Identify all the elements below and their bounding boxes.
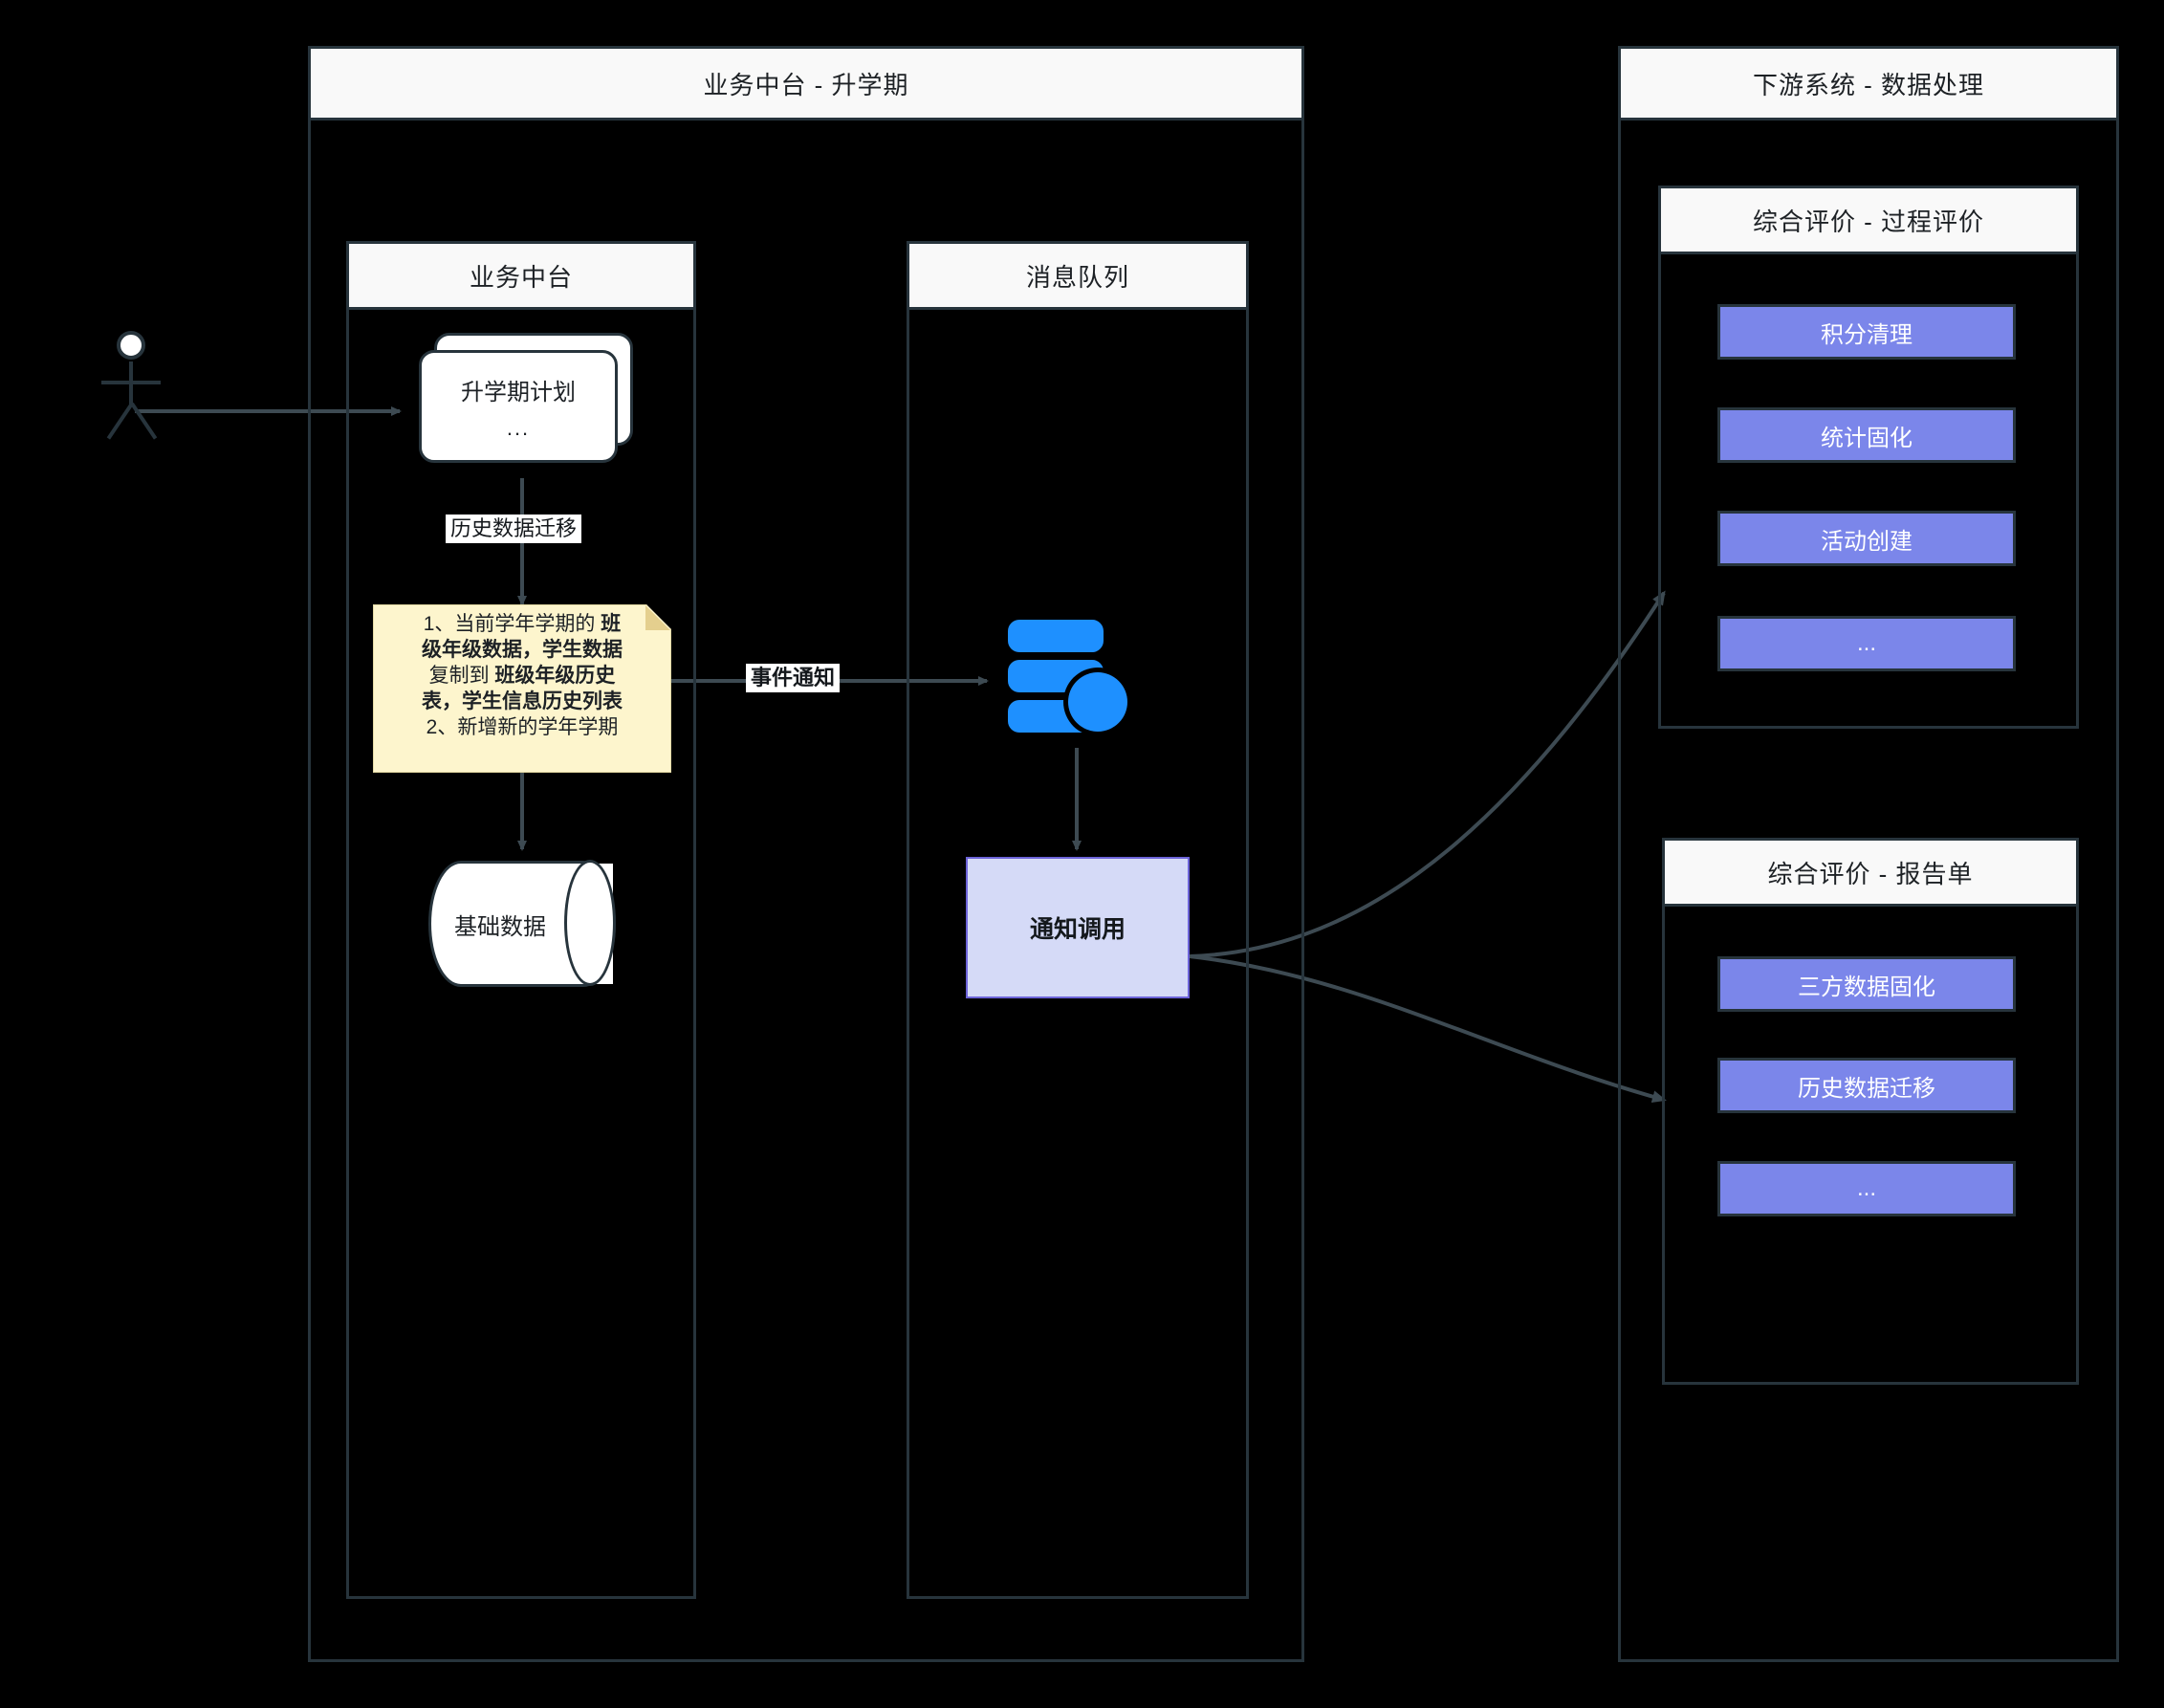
- node-notify-call[interactable]: 通知调用: [966, 857, 1190, 998]
- lane-title-process-eval: 综合评价 - 过程评价: [1658, 186, 2079, 254]
- actor-leg-left-icon: [106, 402, 134, 440]
- notify-call-label: 通知调用: [1029, 916, 1126, 943]
- pbox-label: 三方数据固化: [1798, 974, 1935, 1000]
- note-line-4: 表，学生信息历史列表: [382, 690, 663, 715]
- lane-downstream-outer: 下游系统 - 数据处理: [1618, 46, 2119, 1662]
- node-base-data-store[interactable]: 基础数据: [428, 860, 616, 987]
- pbox-process-eval-2[interactable]: 活动创建: [1717, 511, 2016, 566]
- actor-user: [101, 331, 161, 449]
- pbox-label: 活动创建: [1821, 528, 1913, 555]
- note-line-4-a: 表，: [422, 690, 462, 712]
- actor-arms-icon: [101, 381, 161, 384]
- pbox-process-eval-3[interactable]: ...: [1717, 616, 2016, 671]
- lane-title-text: 综合评价 - 报告单: [1767, 859, 1974, 888]
- base-data-label: 基础数据: [454, 913, 546, 940]
- edge-label-text: 事件通知: [751, 666, 836, 690]
- edge-label-history-migration: 历史数据迁移: [446, 515, 582, 544]
- lane-title-text: 业务中台 - 升学期: [703, 70, 909, 99]
- lane-title-text: 消息队列: [1025, 262, 1129, 292]
- node-note-migration-detail: 1、当前学年学期的 班 级年级数据，学生数据 复制到 班级年级历史 表，学生信息…: [373, 604, 671, 773]
- message-queue-stack-icon: [1006, 618, 1146, 738]
- note-line-4-b: 学生信息历史列表: [462, 690, 623, 712]
- lane-report-sheet: 综合评价 - 报告单: [1662, 838, 2079, 1385]
- lane-title-downstream-outer: 下游系统 - 数据处理: [1618, 46, 2119, 120]
- pbox-process-eval-0[interactable]: 积分清理: [1717, 304, 2016, 360]
- lane-title-business-midend-outer: 业务中台 - 升学期: [308, 46, 1304, 120]
- plan-card-sublabel: ...: [506, 415, 531, 440]
- lane-title-message-queue: 消息队列: [907, 241, 1249, 310]
- pbox-report-sheet-0[interactable]: 三方数据固化: [1717, 956, 2016, 1012]
- note-line-3-bold: 班级年级历史: [494, 664, 616, 687]
- actor-leg-right-icon: [130, 402, 158, 440]
- pbox-report-sheet-1[interactable]: 历史数据迁移: [1717, 1058, 2016, 1113]
- pbox-process-eval-1[interactable]: 统计固化: [1717, 407, 2016, 463]
- note-line-2: 级年级数据，学生数据: [382, 638, 663, 664]
- pbox-label: 统计固化: [1821, 425, 1913, 451]
- plan-card-front-sheet[interactable]: 升学期计划 ...: [419, 350, 618, 463]
- note-line-1-bold: 班: [601, 613, 622, 635]
- pbox-label: ...: [1856, 630, 1876, 656]
- note-line-5-normal: 2、新增新的学年学期: [426, 715, 619, 738]
- base-data-cylinder-cap: [564, 860, 616, 986]
- edge-label-event-notify: 事件通知: [746, 664, 841, 693]
- lane-business-midend: 业务中台: [346, 241, 696, 1599]
- pbox-label: ...: [1856, 1175, 1876, 1201]
- lane-title-text: 下游系统 - 数据处理: [1752, 70, 1985, 99]
- lane-title-text: 业务中台: [469, 262, 573, 292]
- note-line-1-normal: 1、当前学年学期的: [423, 613, 601, 635]
- node-plan-card[interactable]: 升学期计划 ...: [419, 333, 641, 472]
- lane-title-business-midend: 业务中台: [346, 241, 696, 310]
- lane-title-report-sheet: 综合评价 - 报告单: [1662, 838, 2079, 907]
- pbox-label: 积分清理: [1821, 321, 1913, 348]
- pbox-label: 历史数据迁移: [1798, 1075, 1935, 1102]
- actor-head-icon: [117, 331, 145, 360]
- note-line-3-normal: 复制到: [428, 664, 495, 687]
- pbox-report-sheet-2[interactable]: ...: [1717, 1161, 2016, 1216]
- edge-label-text: 历史数据迁移: [450, 516, 578, 540]
- lane-process-eval: 综合评价 - 过程评价: [1658, 186, 2079, 729]
- lane-message-queue: 消息队列: [907, 241, 1249, 1599]
- note-line-3: 复制到 班级年级历史: [382, 664, 663, 690]
- note-line-5: 2、新增新的学年学期: [382, 715, 663, 741]
- lane-title-text: 综合评价 - 过程评价: [1752, 207, 1985, 236]
- lane-business-midend-outer: 业务中台 - 升学期: [308, 46, 1304, 1662]
- note-line-1: 1、当前学年学期的 班: [382, 612, 663, 638]
- plan-card-label: 升学期计划: [461, 379, 576, 405]
- note-line-2-bold: 级年级数据，学生数据: [422, 638, 623, 661]
